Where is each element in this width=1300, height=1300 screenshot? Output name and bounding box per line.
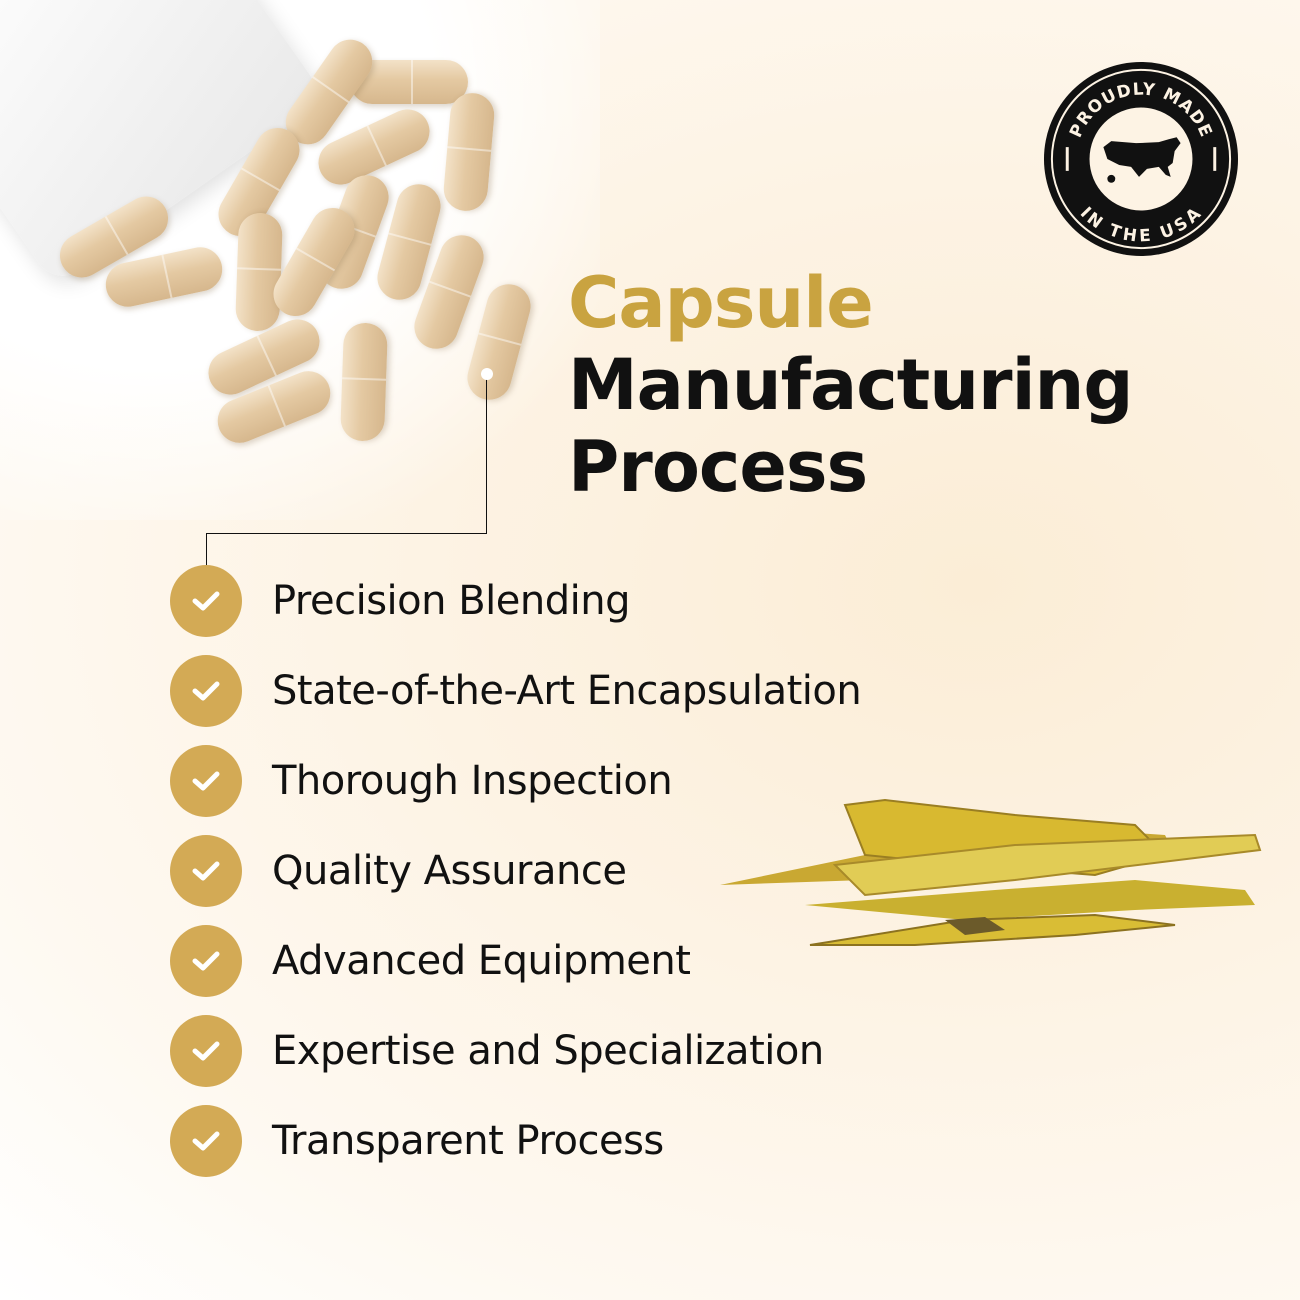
check-icon [170, 925, 242, 997]
feature-item: Expertise and Specialization [170, 1015, 861, 1105]
feature-item: Transparent Process [170, 1105, 861, 1195]
feature-label: Thorough Inspection [272, 758, 673, 804]
connector-dot [481, 368, 493, 380]
herb-roots-illustration [720, 798, 1262, 946]
check-icon [170, 565, 242, 637]
connector-line [486, 374, 487, 534]
feature-label: Precision Blending [272, 578, 630, 624]
usa-map-icon [1103, 137, 1181, 177]
check-icon [170, 745, 242, 817]
feature-item: Thorough Inspection [170, 745, 861, 835]
feature-item: Precision Blending [170, 565, 861, 655]
feature-item: Quality Assurance [170, 835, 861, 925]
feature-list: Precision Blending State-of-the-Art Enca… [170, 565, 862, 1195]
feature-label: Transparent Process [272, 1118, 664, 1164]
title-line-manufacturing: Manufacturing [568, 344, 1133, 426]
title-line-process: Process [568, 426, 868, 508]
check-icon [170, 655, 242, 727]
feature-item: State-of-the-Art Encapsulation [170, 655, 862, 745]
feature-label: Advanced Equipment [272, 938, 691, 984]
check-icon [170, 1015, 242, 1087]
feature-label: State-of-the-Art Encapsulation [272, 668, 862, 714]
feature-label: Quality Assurance [272, 848, 627, 894]
title-line-capsule: Capsule [568, 262, 874, 344]
connector-line [206, 533, 207, 567]
page-title: Capsule Manufacturing Process [568, 262, 1133, 508]
feature-item: Advanced Equipment [170, 925, 861, 1015]
check-icon [170, 835, 242, 907]
check-icon [170, 1105, 242, 1177]
connector-line [206, 533, 486, 534]
made-in-usa-badge: PROUDLY MADE IN THE USA [1043, 61, 1239, 257]
feature-label: Expertise and Specialization [272, 1028, 824, 1074]
